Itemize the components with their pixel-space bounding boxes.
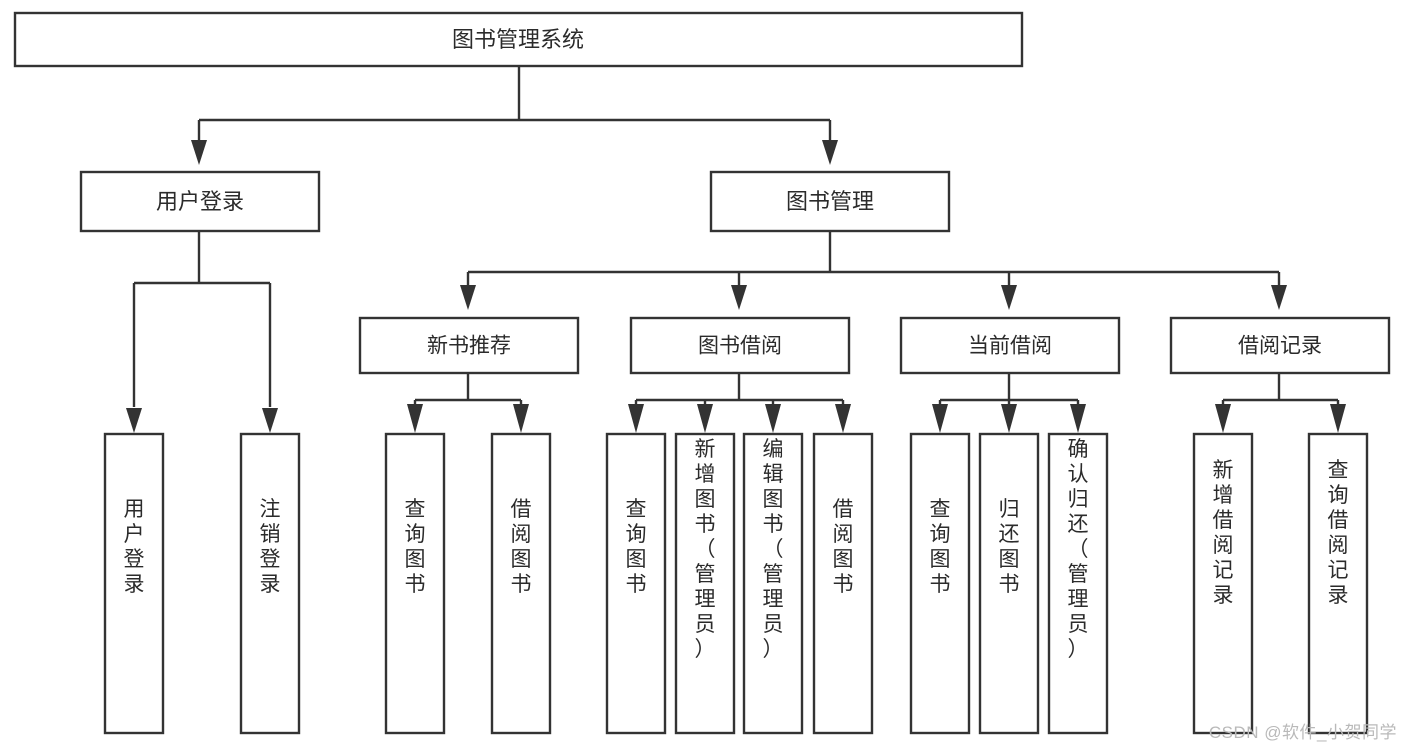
arrow-icon-to-leaf-userlogin-1 <box>126 408 142 433</box>
leaf-newbook-borrow-label: 借阅图书 <box>511 498 532 596</box>
arrow-icon-to-newbook <box>460 285 476 310</box>
arrow-icon-to-book-manage <box>822 140 838 165</box>
arrow-icon-to-leaf-bookborrow-2 <box>697 404 713 433</box>
arrow-icon-to-leaf-borrowrecord-2 <box>1330 404 1346 433</box>
node-new-book-recommend-box[interactable] <box>358 316 580 375</box>
arrow-icon-to-leaf-newbook-2 <box>513 404 529 433</box>
leaf-borrowrecord-add-label: 新增借阅记录 <box>1213 459 1234 607</box>
leaf-currentborrow-return-label: 归还图书 <box>999 498 1020 596</box>
node-book-manage-label: 图书管理 <box>786 189 874 214</box>
node-new-book-recommend[interactable]: 新书推荐 <box>358 316 580 375</box>
leaf-currentborrow-confirm-label: 确认归还（管理员） <box>1068 438 1089 661</box>
node-borrow-record[interactable]: 借阅记录 <box>1169 316 1391 375</box>
leaf-node[interactable]: 查询图书 <box>384 432 446 735</box>
leaf-bookborrow-borrow-box[interactable] <box>812 432 874 735</box>
leaf-currentborrow-query-box[interactable] <box>909 432 971 735</box>
arrow-icon-to-currentborrow <box>1001 285 1017 310</box>
node-root-box[interactable] <box>13 11 1024 68</box>
arrow-icon-to-bookborrow <box>731 285 747 310</box>
node-book-manage-box[interactable] <box>709 170 951 233</box>
node-new-book-recommend-label: 新书推荐 <box>427 335 511 358</box>
leaf-node[interactable]: 用户登录 <box>103 432 165 735</box>
node-user-login-label: 用户登录 <box>156 189 244 214</box>
leaf-borrowrecord-query-box[interactable] <box>1307 432 1369 735</box>
leaf-user-login-label: 用户登录 <box>124 498 145 596</box>
arrow-icon-to-leaf-userlogin-2 <box>262 408 278 433</box>
node-book-manage[interactable]: 图书管理 <box>709 170 951 233</box>
arrowhead-group <box>126 140 1346 433</box>
arrow-icon-to-leaf-currentborrow-2 <box>1001 404 1017 433</box>
leaf-logout-box[interactable] <box>239 432 301 735</box>
leaf-newbook-query-box[interactable] <box>384 432 446 735</box>
leaf-node[interactable]: 归还图书 <box>978 432 1040 735</box>
leaf-user-login-box[interactable] <box>103 432 165 735</box>
leaf-node[interactable]: 确认归还（管理员） <box>1047 432 1109 735</box>
node-borrow-record-box[interactable] <box>1169 316 1391 375</box>
watermark-text: CSDN @软件_小贺同学 <box>1208 723 1397 742</box>
leaf-currentborrow-return-box[interactable] <box>978 432 1040 735</box>
leaf-node[interactable]: 注销登录 <box>239 432 301 735</box>
node-book-borrow-label: 图书借阅 <box>698 335 782 358</box>
arrow-icon-to-leaf-newbook-1 <box>407 404 423 433</box>
node-current-borrow-box[interactable] <box>899 316 1121 375</box>
node-current-borrow[interactable]: 当前借阅 <box>899 316 1121 375</box>
arrow-icon-to-leaf-bookborrow-1 <box>628 404 644 433</box>
node-user-login[interactable]: 用户登录 <box>79 170 321 233</box>
arrow-icon-to-leaf-borrowrecord-1 <box>1215 404 1231 433</box>
node-root[interactable]: 图书管理系统 <box>13 11 1024 68</box>
arrow-icon-to-leaf-bookborrow-4 <box>835 404 851 433</box>
leaf-borrowrecord-add-box[interactable] <box>1192 432 1254 735</box>
arrow-icon-to-user-login <box>191 140 207 165</box>
arrow-icon-to-leaf-currentborrow-3 <box>1070 404 1086 433</box>
leaf-bookborrow-add-label: 新增图书（管理员） <box>695 438 716 661</box>
leaf-node[interactable]: 新增借阅记录 <box>1192 432 1254 735</box>
arrow-icon-to-leaf-bookborrow-3 <box>765 404 781 433</box>
arrow-icon-to-borrowrecord <box>1271 285 1287 310</box>
node-root-label: 图书管理系统 <box>452 27 584 52</box>
node-user-login-box[interactable] <box>79 170 321 233</box>
leaf-node[interactable]: 查询图书 <box>605 432 667 735</box>
leaf-node[interactable]: 新增图书（管理员） <box>674 432 736 735</box>
node-book-borrow[interactable]: 图书借阅 <box>629 316 851 375</box>
node-borrow-record-label: 借阅记录 <box>1238 335 1322 358</box>
leaf-currentborrow-confirm-box[interactable] <box>1047 432 1109 735</box>
leaf-node[interactable]: 借阅图书 <box>812 432 874 735</box>
node-book-borrow-box[interactable] <box>629 316 851 375</box>
arrow-icon-to-leaf-currentborrow-1 <box>932 404 948 433</box>
node-current-borrow-label: 当前借阅 <box>968 335 1052 358</box>
leaf-node[interactable]: 查询借阅记录 <box>1307 432 1369 735</box>
leaf-node[interactable]: 编辑图书（管理员） <box>742 432 804 735</box>
leaf-bookborrow-edit-label: 编辑图书（管理员） <box>763 438 784 661</box>
leaf-currentborrow-query-label: 查询图书 <box>930 498 951 596</box>
leaf-bookborrow-query-label: 查询图书 <box>626 498 647 596</box>
leaf-borrowrecord-query-label: 查询借阅记录 <box>1328 459 1349 607</box>
leaf-node[interactable]: 查询图书 <box>909 432 971 735</box>
leaf-newbook-query-label: 查询图书 <box>405 498 426 596</box>
leaf-node[interactable]: 借阅图书 <box>490 432 552 735</box>
leaf-bookborrow-query-box[interactable] <box>605 432 667 735</box>
leaf-bookborrow-add-box[interactable] <box>674 432 736 735</box>
leaf-newbook-borrow-box[interactable] <box>490 432 552 735</box>
leaf-bookborrow-edit-box[interactable] <box>742 432 804 735</box>
leaf-logout-label: 注销登录 <box>260 498 281 596</box>
leaf-bookborrow-borrow-label: 借阅图书 <box>833 498 854 596</box>
